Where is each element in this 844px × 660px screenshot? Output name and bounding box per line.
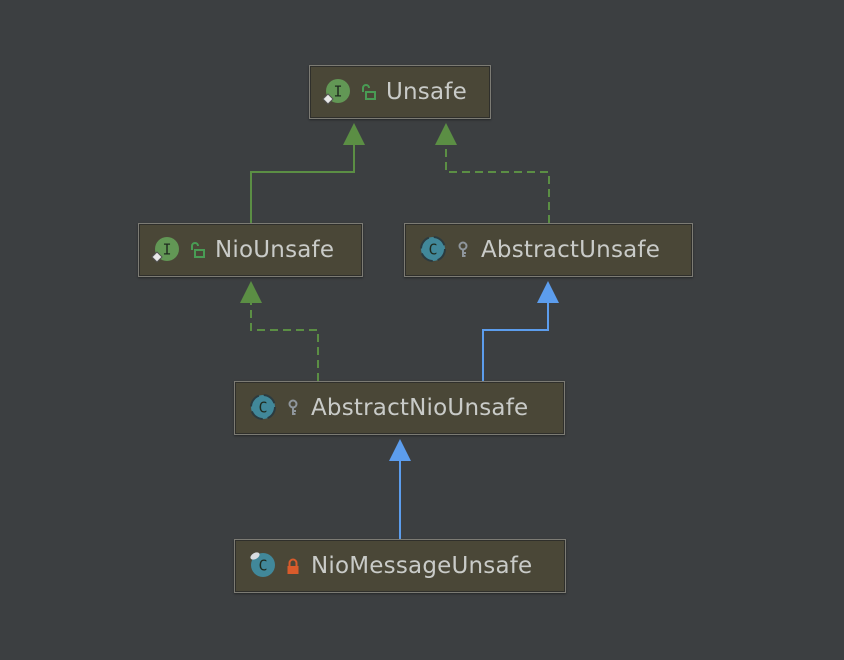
edge-abstract-unsafe-to-unsafe [435, 123, 550, 223]
node-label: NioMessageUnsafe [311, 553, 533, 579]
arrowhead [389, 439, 411, 461]
edge-abstract-nio-unsafe-to-abstract-unsafe [482, 281, 559, 381]
node-unsafe[interactable]: I Unsafe [309, 65, 491, 119]
arrowhead [343, 123, 365, 145]
abstract-class-icon: C [250, 394, 276, 420]
public-lock-open-icon [362, 84, 376, 100]
interface-icon: I [151, 237, 179, 263]
svg-text:C: C [258, 557, 267, 575]
node-label: AbstractUnsafe [481, 237, 661, 263]
svg-text:I: I [162, 241, 171, 259]
node-nio-unsafe[interactable]: I NioUnsafe [138, 223, 363, 277]
svg-text:C: C [258, 399, 267, 417]
package-key-icon [458, 241, 468, 257]
edge-abstract-nio-unsafe-to-nio-unsafe [240, 281, 319, 381]
package-key-icon [288, 399, 298, 415]
interface-icon: I [322, 79, 350, 105]
svg-text:I: I [333, 83, 342, 101]
edge-line [482, 299, 549, 381]
node-abstract-unsafe[interactable]: C AbstractUnsafe [404, 223, 693, 277]
arrowhead [537, 281, 559, 303]
arrowhead [435, 123, 457, 145]
edge-nio-message-unsafe-to-abstract-nio-unsafe [389, 439, 411, 539]
arrowhead [240, 281, 262, 303]
edge-line [250, 299, 319, 381]
edge-line [445, 141, 550, 223]
node-nio-message-unsafe[interactable]: C NioMessageUnsafe [234, 539, 566, 593]
abstract-class-icon: C [420, 236, 446, 262]
svg-text:C: C [428, 241, 437, 259]
node-label: AbstractNioUnsafe [311, 395, 529, 421]
node-label: Unsafe [386, 79, 467, 105]
edge-line [250, 141, 355, 223]
edge-nio-unsafe-to-unsafe [250, 123, 365, 223]
public-lock-open-icon [191, 242, 205, 258]
node-label: NioUnsafe [215, 237, 335, 263]
node-abstract-nio-unsafe[interactable]: C AbstractNioUnsafe [234, 381, 565, 435]
class-icon: C [250, 552, 275, 577]
private-lock-icon [287, 558, 299, 574]
